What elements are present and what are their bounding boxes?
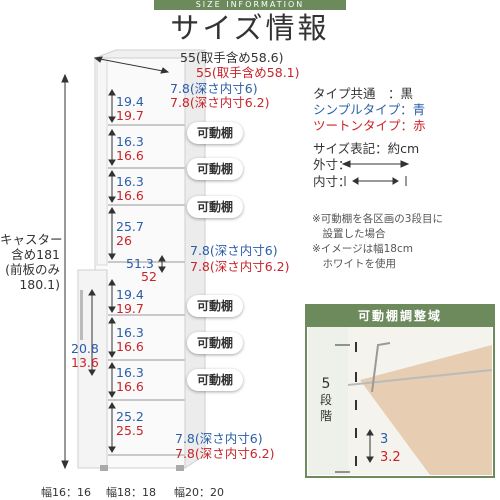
top-depth-red: 7.8(深さ内寸6.2) <box>170 95 270 110</box>
pitch-red: 3.2 <box>380 450 401 465</box>
lower-section-3-blue: 16.3 <box>116 365 144 380</box>
height-line3: (前板のみ <box>5 262 60 277</box>
lower-section-4-blue: 25.2 <box>116 409 144 424</box>
steps-char-2: 階 <box>319 409 332 423</box>
middle-height-blue: 51.3 <box>126 256 154 271</box>
lower-section-1-blue: 19.4 <box>116 287 144 302</box>
upper-section-2-red: 16.6 <box>116 148 144 163</box>
upper-section-3-red: 16.6 <box>116 188 144 203</box>
lower-section-3-red: 16.6 <box>116 379 144 394</box>
section-arrows-upper <box>108 89 116 260</box>
door-height-blue: 20.8 <box>71 341 99 356</box>
width-outer-label-red: 55(取手含め58.1) <box>196 65 300 80</box>
legend-two-tone: ツートンタイプ：赤 <box>313 118 426 133</box>
legend-arrows <box>341 160 410 186</box>
legend-unit: サイズ表記：約cm <box>313 141 420 156</box>
note-line-1: ※可動棚を各区画の3段目に <box>312 213 443 225</box>
lower-section-2-red: 16.6 <box>116 339 144 354</box>
middle-height-arrow <box>158 255 166 273</box>
upper-section-2-blue: 16.3 <box>116 134 144 149</box>
height-line2: 含め181 <box>11 247 60 262</box>
width-variant-16: 幅16：16 <box>41 486 91 499</box>
legend-inner: 内寸： <box>313 174 351 189</box>
width-variant-18: 幅18：18 <box>106 486 156 499</box>
top-depth-blue: 7.8(深さ内寸6) <box>170 81 258 96</box>
middle-height-red: 52 <box>141 269 157 284</box>
legend-simple: シンプルタイプ：青 <box>313 102 426 117</box>
height-line4: 180.1) <box>19 277 60 292</box>
height-line1: キャスター <box>0 232 63 247</box>
upper-section-3-blue: 16.3 <box>116 174 144 189</box>
section-arrows-lower <box>108 279 116 453</box>
movable-shelf-badge: 可動棚 <box>187 332 244 354</box>
note-line-2: 設置した場合 <box>312 228 386 240</box>
steps-char-1: 段 <box>319 393 332 407</box>
detail-box <box>305 304 495 478</box>
bottom-depth-red: 7.8(深さ内寸6.2) <box>175 446 275 461</box>
note-line-3: ※イメージは幅18cm <box>312 243 413 255</box>
lower-section-4-red: 25.5 <box>116 423 144 438</box>
shelf-body <box>77 49 206 471</box>
movable-shelf-badge: 可動棚 <box>187 122 244 144</box>
width-variant-20: 幅20：20 <box>174 486 224 499</box>
five-steps-label: 5 段 階 <box>316 376 336 424</box>
upper-section-1-red: 19.7 <box>116 108 144 123</box>
adjustment-range-title: 可動棚調整域 <box>306 305 494 327</box>
movable-shelf-badge: 可動棚 <box>187 369 244 391</box>
upper-section-1-blue: 19.4 <box>116 94 144 109</box>
legend-outer: 外寸： <box>313 157 351 172</box>
size-information-banner: SIZE INFORMATION <box>154 0 346 10</box>
middle-depth-blue: 7.8(深さ内寸6) <box>190 243 278 258</box>
door-height-red: 13.6 <box>71 355 99 370</box>
height-arrow <box>61 73 69 470</box>
pitch-blue: 3 <box>380 432 389 447</box>
upper-section-4-blue: 25.7 <box>116 219 144 234</box>
lower-section-2-blue: 16.3 <box>116 325 144 340</box>
middle-depth-red: 7.8(深さ内寸6.2) <box>190 259 290 274</box>
bottom-depth-blue: 7.8(深さ内寸6) <box>175 431 263 446</box>
movable-shelf-badge: 可動棚 <box>187 196 244 218</box>
steps-number: 5 <box>321 376 331 392</box>
overall-height-label: キャスター 含め181 (前板のみ 180.1) <box>0 232 63 292</box>
legend-common: タイプ共通 ：黒 <box>313 86 414 101</box>
door-arrow <box>88 289 96 376</box>
upper-section-4-red: 26 <box>116 233 132 248</box>
page-title: サイズ情報 <box>170 11 330 45</box>
width-arrow <box>93 56 170 74</box>
movable-shelf-badge: 可動棚 <box>187 295 244 317</box>
lower-section-1-red: 19.7 <box>116 301 144 316</box>
width-outer-label: 55(取手含め58.6) <box>180 50 284 65</box>
movable-shelf-badge: 可動棚 <box>187 158 244 180</box>
note-line-4: ホワイトを使用 <box>312 258 396 270</box>
